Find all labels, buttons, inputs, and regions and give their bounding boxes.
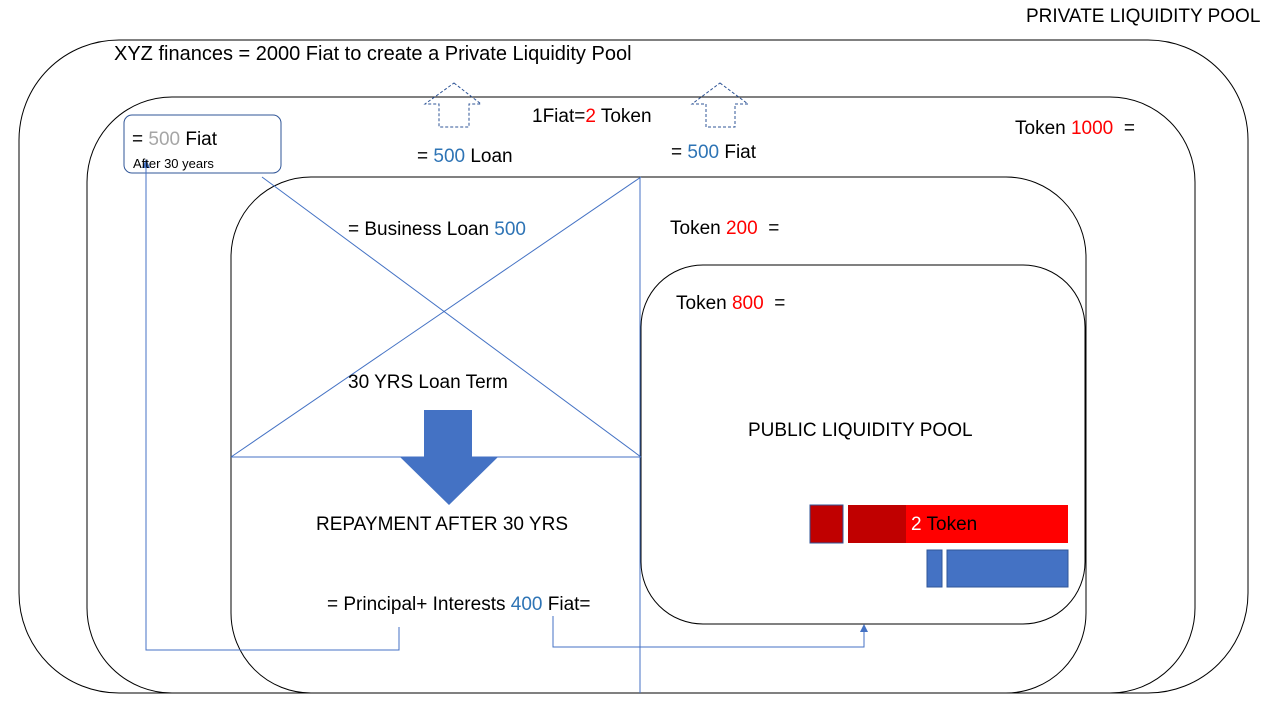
public-pool-title: PUBLIC LIQUIDITY POOL xyxy=(748,420,973,441)
fiat-right-value: = 500 Fiat xyxy=(671,142,757,163)
principal-interest-label: = Principal+ Interests 400 Fiat= xyxy=(327,594,591,615)
outline-up-arrow-icon xyxy=(423,82,483,128)
exchange-rate: 1Fiat=2 Token xyxy=(532,106,652,127)
token-800-label: Token 800 = xyxy=(676,293,786,314)
connector-arrowhead-up-icon xyxy=(142,159,150,168)
loan-term-label: 30 YRS Loan Term xyxy=(348,372,508,393)
fiat-bar-blue xyxy=(946,549,1069,588)
token-1000-label: Token 1000 = xyxy=(1015,118,1135,139)
token-square-dark xyxy=(809,504,844,544)
connector-interest-to-pool xyxy=(552,616,865,648)
solid-down-arrow-icon xyxy=(400,410,498,505)
loan-pool-container xyxy=(230,176,1087,694)
connector-arrowhead-up-icon xyxy=(860,624,868,632)
private-pool-title: PRIVATE LIQUIDITY POOL xyxy=(1026,6,1261,27)
outline-up-arrow-icon xyxy=(690,82,750,128)
token-bar-label: 2 Token xyxy=(911,514,978,535)
connector-repay-to-fiat xyxy=(145,166,400,651)
fiat-square-blue xyxy=(926,549,943,588)
public-pool-container xyxy=(640,264,1086,625)
header-statement: XYZ finances = 2000 Fiat to create a Pri… xyxy=(114,43,632,65)
business-loan-label: = Business Loan 500 xyxy=(348,219,526,240)
fiat-after-value: = 500 Fiat xyxy=(132,129,218,150)
fiat-after-box xyxy=(123,114,282,174)
repayment-label: REPAYMENT AFTER 30 YRS xyxy=(316,514,569,535)
fiat-after-note: After 30 years xyxy=(133,156,214,171)
token-200-label: Token 200 = xyxy=(670,218,780,239)
cross-line-a xyxy=(261,176,642,458)
token-bar-red xyxy=(906,505,1068,543)
cross-line-b xyxy=(230,176,642,458)
loan-value: = 500 Loan xyxy=(417,146,513,167)
token-bar-dark xyxy=(848,505,908,543)
